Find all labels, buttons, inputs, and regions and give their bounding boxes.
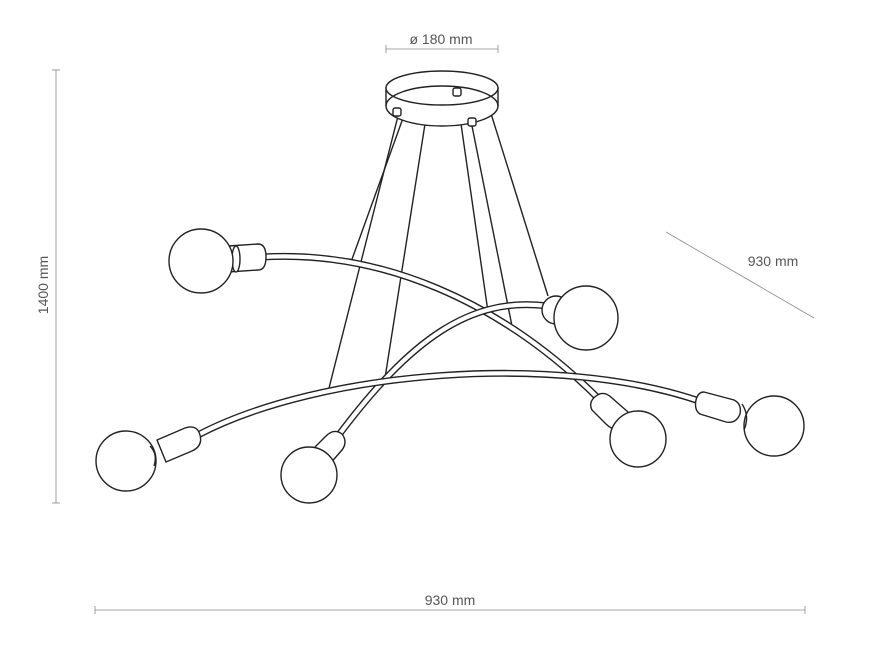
bulb-globe-bottom-middle [280,446,338,504]
diameter-label: ø 180 mm [409,31,472,47]
arm-c [192,369,706,440]
rod-6 [487,103,549,297]
canopy-screw-1 [392,107,402,117]
bulb-far-right [694,391,805,457]
bulb-globe-far-right [743,395,805,457]
bulb-middle-right [541,285,619,351]
height-label: 1400 mm [35,256,51,314]
arm-a [258,252,604,404]
socket-bottom-left [156,426,202,463]
canopy-bottom-edge [385,85,499,107]
bulb-bottom-right-inner [589,392,667,468]
dimension-annotations: ø 180 mm 1400 mm 930 mm 930 mm [35,31,815,614]
rod-3 [384,123,426,379]
canopy-screw-3 [467,117,477,127]
suspension-rods [327,95,549,393]
depth-label: 930 mm [748,253,799,269]
depth-dimension-line [665,231,815,319]
rod-4 [456,95,489,313]
bulb-globe-bottom-right-inner [609,410,667,468]
bulb-top-left [168,228,267,294]
ceiling-canopy [385,70,499,127]
bulb-globe-middle-right [553,285,619,351]
bulb-bottom-left [95,426,202,492]
canopy-screw-2 [452,87,462,97]
arm-b [334,301,552,440]
width-label: 930 mm [425,592,476,608]
socket-far-right [694,391,742,424]
bulb-globe-bottom-left [95,430,157,492]
canopy-top [385,70,499,106]
rod-1 [350,95,412,263]
bulb-bottom-middle [280,430,346,504]
rod-2 [327,115,399,393]
bulb-globe-top-left [168,228,234,294]
rod-5 [471,125,513,327]
